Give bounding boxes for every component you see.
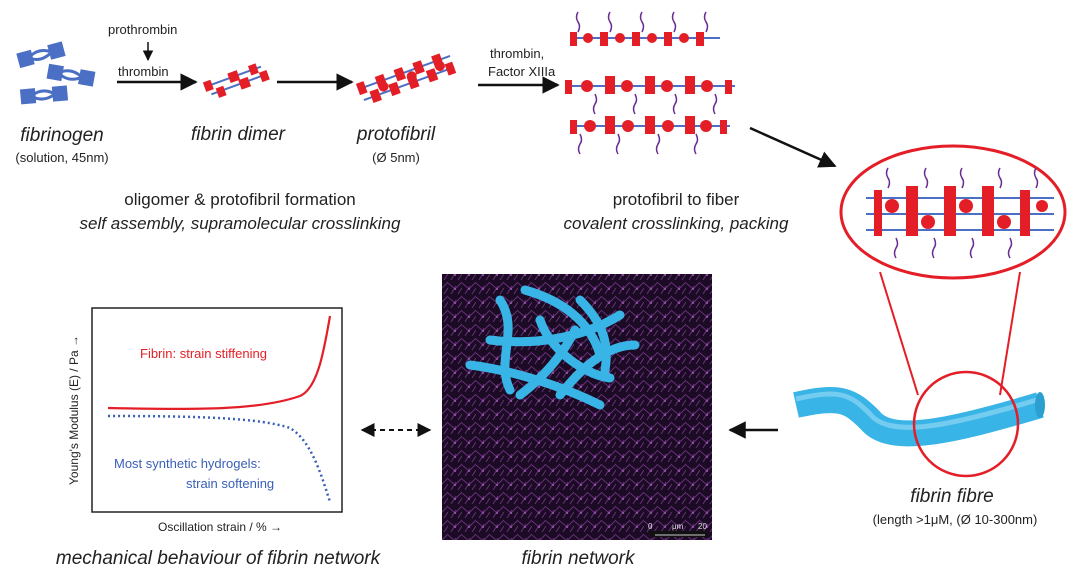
arrow-fiber-to-zoom <box>749 126 837 168</box>
scalebar-max: 20 <box>698 522 707 531</box>
stage2-title: protofibril to fiber <box>612 190 740 209</box>
stage1-subtitle: self assembly, supramolecular crosslinki… <box>79 214 401 233</box>
protofibril-note: (Ø 5nm) <box>372 150 420 165</box>
fibrin-network-micrograph <box>442 274 712 540</box>
fibrin-dimer-label: fibrin dimer <box>191 124 285 145</box>
packed-protofibrils-icon <box>565 11 735 155</box>
series-fibrin-line <box>107 315 332 411</box>
fibrin-fibre-icon <box>793 370 1045 478</box>
protofibril-label: protofibril <box>356 124 436 145</box>
legend-fibrin: Fibrin: strain stiffening <box>140 346 267 361</box>
x-axis-label: Oscillation strain / % → <box>158 520 283 534</box>
fibrinogen-molecules-icon <box>16 41 96 105</box>
fibrinogen-label: fibrinogen <box>20 125 104 146</box>
legend-hydrogel-line1: Most synthetic hydrogels: <box>114 456 261 471</box>
arrow-label-thrombin-2: thrombin, <box>490 46 545 61</box>
stage1-title: oligomer & protofibril formation <box>124 190 356 209</box>
chart-caption: mechanical behaviour of fibrin network <box>55 548 381 569</box>
fibrin-network-label: fibrin network <box>521 548 635 569</box>
series-hydrogel-line <box>107 414 332 503</box>
modulus-chart <box>91 307 343 513</box>
scalebar-unit: μm <box>672 522 684 531</box>
stage2-subtitle: covalent crosslinking, packing <box>563 214 789 233</box>
y-axis-label: Young's Modulus (E) / Pa → <box>67 335 81 485</box>
scalebar-zero: 0 <box>648 522 653 531</box>
arrow-label-thrombin: thrombin <box>118 64 169 79</box>
arrow-label-factor-xiiia: Factor XIIIa <box>488 64 556 79</box>
fibrin-fibre-note: (length >1μM, (Ø 10-300nm) <box>872 512 1038 527</box>
fibrin-dimer-icon <box>202 63 270 98</box>
chart-plot-area <box>91 307 343 513</box>
fibre-zoom-callout <box>839 144 1067 396</box>
arrow-label-prothrombin: prothrombin <box>108 22 178 37</box>
fibrinogen-note: (solution, 45nm) <box>15 150 109 165</box>
fibrin-fibre-label: fibrin fibre <box>910 486 994 507</box>
legend-hydrogel-line2: strain softening <box>186 476 275 491</box>
protofibril-icon <box>355 53 457 103</box>
